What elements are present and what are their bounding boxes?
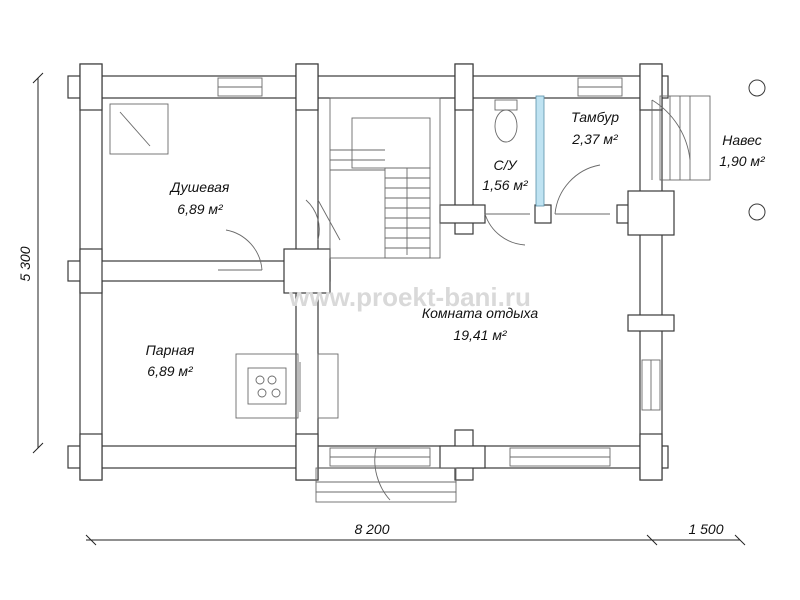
room-area-steam: 6,89 м² — [147, 363, 194, 379]
porch-steps — [315, 95, 711, 503]
room-area-wc: 1,56 м² — [482, 177, 529, 193]
shower-tray-icon — [109, 103, 169, 155]
room-label-wc: С/У — [494, 157, 519, 173]
doors — [218, 99, 691, 501]
room-label-lounge: Комната отдыха — [422, 305, 538, 321]
room-area-lounge: 19,41 м² — [453, 327, 508, 343]
canopy-post-top — [748, 79, 766, 97]
dimension-width-main: 8 200 — [354, 521, 389, 537]
watermark: www.proekt-bani.ru — [288, 282, 531, 312]
toilet-icon — [494, 99, 518, 143]
walls — [67, 63, 675, 481]
room-area-shower: 6,89 м² — [177, 201, 224, 217]
windows — [217, 77, 661, 467]
room-label-steam: Парная — [146, 342, 195, 358]
room-area-vestibule: 2,37 м² — [571, 131, 619, 147]
canopy-post-bottom — [748, 203, 766, 221]
dimension-width-canopy: 1 500 — [688, 521, 723, 537]
room-area-canopy: 1,90 м² — [719, 153, 766, 169]
room-label-canopy: Навес — [722, 132, 762, 148]
staircase — [329, 97, 441, 259]
dimension-lines — [32, 72, 746, 546]
glass-partition — [535, 95, 545, 207]
stove-icon — [235, 353, 339, 419]
room-label-shower: Душевая — [169, 179, 230, 195]
room-label-vestibule: Тамбур — [571, 109, 619, 125]
dimension-height: 5 300 — [17, 246, 33, 281]
